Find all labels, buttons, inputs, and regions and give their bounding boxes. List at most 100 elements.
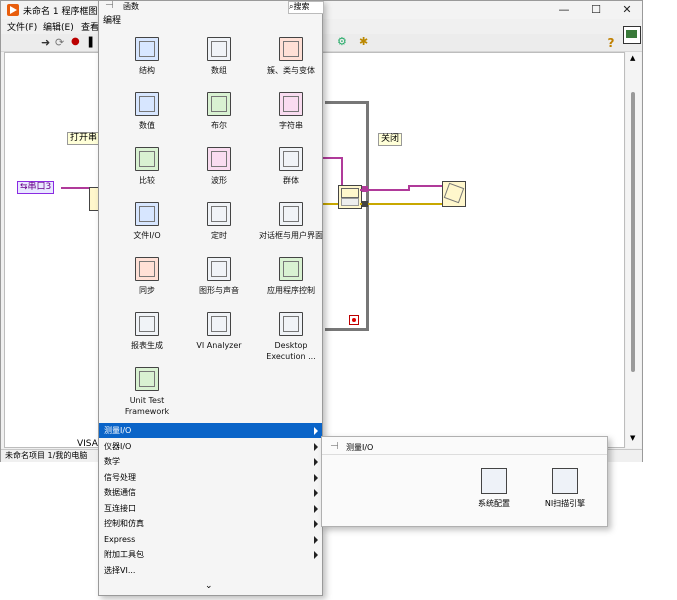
pin-icon[interactable]: ⊣ <box>105 0 114 11</box>
chevron-right-icon <box>314 443 318 451</box>
palette-category-item[interactable]: 互连接口 <box>99 501 322 516</box>
palette-tile[interactable]: 波形 <box>183 147 255 199</box>
palette-tile[interactable]: Desktop Execution ... <box>255 312 327 364</box>
palette-category-label: 数学 <box>104 457 120 466</box>
project-path: 未命名项目 1/我的电脑 <box>5 451 88 460</box>
palette-tile[interactable]: 群体 <box>255 147 327 199</box>
palette-category-item[interactable]: 附加工具包 <box>99 547 322 562</box>
visa-write-caption: VISA写 <box>77 439 107 449</box>
palette-category-label: 数据通信 <box>104 488 136 497</box>
palette-tile-label: 比较 <box>139 176 155 185</box>
palette-category-item[interactable]: 信号处理 <box>99 470 322 485</box>
visa-close-node[interactable] <box>442 181 466 207</box>
palette-category-title[interactable]: 编程 <box>103 16 122 26</box>
palette-tile[interactable]: 比较 <box>111 147 183 199</box>
ni-scan-engine-icon <box>552 468 578 494</box>
window-title: 未命名 1 程序框图 (1 <box>23 7 110 17</box>
app-control-icon <box>279 257 303 281</box>
palette-tile[interactable]: 字符串 <box>255 92 327 144</box>
palette-category-label: 信号处理 <box>104 473 136 482</box>
submenu-tile[interactable]: 系统配置 <box>459 468 529 518</box>
population-icon <box>279 147 303 171</box>
abort-icon[interactable]: ● <box>71 36 80 47</box>
palette-tile-label: 布尔 <box>211 121 227 130</box>
vi-icon <box>623 26 641 44</box>
array-icon <box>207 37 231 61</box>
scroll-down-icon[interactable]: ▼ <box>630 434 636 442</box>
vertical-scrollbar[interactable]: ▲ ▼ <box>626 52 641 448</box>
palette-tile[interactable]: VI Analyzer <box>183 312 255 364</box>
chevron-right-icon <box>314 551 318 559</box>
help-icon[interactable]: ? <box>607 36 615 50</box>
minimize-button[interactable]: — <box>558 3 570 16</box>
maximize-button[interactable]: ☐ <box>591 3 601 16</box>
stop-terminal-icon[interactable] <box>349 315 359 325</box>
desktop-exec-icon <box>279 312 303 336</box>
scroll-thumb[interactable] <box>631 92 635 372</box>
palette-category-item[interactable]: 测量I/O <box>99 423 322 438</box>
palette-category-item[interactable]: 仪器I/O <box>99 439 322 454</box>
submenu-tile[interactable]: NI扫描引擎 <box>530 468 600 518</box>
expand-more-icon[interactable]: ⌄ <box>205 581 213 591</box>
numeric-icon <box>135 92 159 116</box>
palette-tile-label: 同步 <box>139 286 155 295</box>
palette-tile-label: 数组 <box>211 66 227 75</box>
chevron-right-icon <box>314 458 318 466</box>
palette-tile[interactable]: 应用程序控制 <box>255 257 327 309</box>
palette-category-item[interactable]: 控制和仿真 <box>99 516 322 531</box>
chevron-right-icon <box>314 536 318 544</box>
palette-category-label: 互连接口 <box>104 504 136 513</box>
system-config-icon <box>481 468 507 494</box>
palette-tile[interactable]: Unit Test Framework <box>111 367 183 419</box>
palette-tile-label: 字符串 <box>279 121 303 130</box>
palette-tile-label: 应用程序控制 <box>267 286 315 295</box>
palette-category-label: Express <box>104 535 136 544</box>
palette-tile[interactable]: 对话框与用户界面 <box>255 202 327 254</box>
palette-tile[interactable]: 同步 <box>111 257 183 309</box>
menu-view[interactable]: 查看 <box>81 23 100 33</box>
palette-tile[interactable]: 图形与声音 <box>183 257 255 309</box>
boolean-icon <box>207 92 231 116</box>
submenu-pin-icon[interactable]: ⊣ <box>330 441 339 452</box>
search-button[interactable]: ⌕搜索 <box>288 1 324 14</box>
structure-icon <box>135 37 159 61</box>
waveform-icon <box>207 147 231 171</box>
close-button[interactable]: ✕ <box>622 3 632 16</box>
labview-app-icon <box>7 4 19 16</box>
palette-category-label: 选择VI... <box>104 566 136 575</box>
palette-tile[interactable]: 报表生成 <box>111 312 183 364</box>
palette-tile-label: Desktop Execution ... <box>266 341 316 361</box>
clean-diagram-icon[interactable]: ✱ <box>359 35 369 48</box>
palette-tile-label: 对话框与用户界面 <box>259 231 323 240</box>
palette-category-label: 附加工具包 <box>104 550 144 559</box>
palette-tile[interactable]: 布尔 <box>183 92 255 144</box>
cluster-icon <box>279 37 303 61</box>
close-label: 关闭 <box>378 133 403 146</box>
palette-category-item[interactable]: 选择VI... <box>99 563 322 578</box>
reorder-icon[interactable]: ⚙ <box>337 35 347 48</box>
palette-tile[interactable]: 簇、类与变体 <box>255 37 327 89</box>
visa-resource-wire-vertical <box>341 157 343 189</box>
unit-test-icon <box>135 367 159 391</box>
scroll-up-icon[interactable]: ▲ <box>630 54 636 62</box>
palette-tile[interactable]: 数组 <box>183 37 255 89</box>
serial-port-constant[interactable]: ⇆串口3 <box>17 181 55 194</box>
palette-tile-label: 报表生成 <box>131 341 163 350</box>
palette-header[interactable]: ⊣ 函数 ⌕搜索 <box>99 0 324 14</box>
while-loop-frame[interactable] <box>325 101 369 331</box>
palette-category-item[interactable]: 数据通信 <box>99 485 322 500</box>
functions-palette: ⊣ 函数 ⌕搜索 编程 结构 数组 簇、类与变体数值布尔 字符串比较 波形群体文件I/O… <box>98 0 324 596</box>
menu-edit[interactable]: 编辑(E) <box>43 23 74 33</box>
palette-tile-label: 结构 <box>139 66 155 75</box>
palette-tile[interactable]: 文件I/O <box>111 202 183 254</box>
visa-write-node[interactable] <box>338 185 362 209</box>
palette-tile[interactable]: 定时 <box>183 202 255 254</box>
palette-category-item[interactable]: Express <box>99 532 322 547</box>
menu-file[interactable]: 文件(F) <box>7 23 38 33</box>
run-arrow-icon[interactable]: ➜ <box>41 36 51 49</box>
palette-category-item[interactable]: 数学 <box>99 454 322 469</box>
palette-tile[interactable]: 结构 <box>111 37 183 89</box>
run-continuous-icon[interactable]: ⟳ <box>55 36 65 49</box>
palette-tile[interactable]: 数值 <box>111 92 183 144</box>
